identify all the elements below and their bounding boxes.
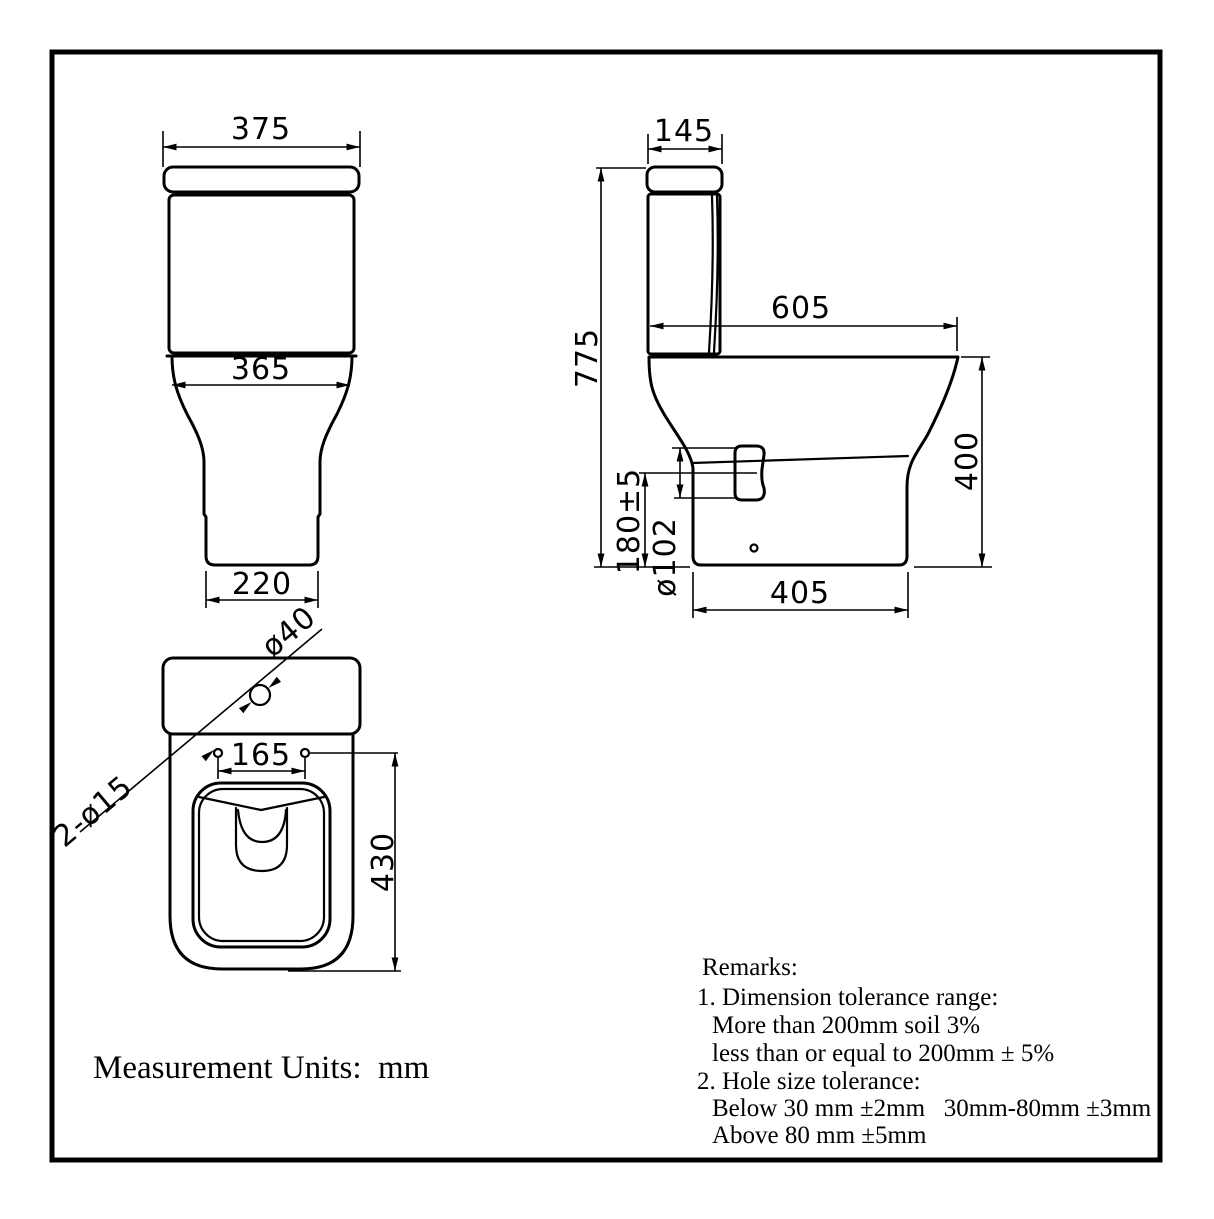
side-dim-405: 405 bbox=[692, 572, 909, 618]
side-dim-400: 400 bbox=[914, 356, 992, 568]
side-interior-line bbox=[690, 454, 910, 465]
dim-side-bowl-height-label: 400 bbox=[950, 431, 985, 491]
side-cistern-lid bbox=[645, 165, 724, 194]
front-view: 375 365 220 bbox=[162, 112, 361, 608]
side-dim-outlet-height: 180±5 bbox=[612, 468, 649, 574]
plan-seat-hole-right bbox=[299, 747, 311, 759]
dim-front-bowl-width-label: 365 bbox=[231, 352, 291, 387]
dim-plan-hole-spacing-label: 165 bbox=[231, 738, 291, 773]
front-bowl-outline bbox=[170, 354, 354, 567]
side-dim-145: 145 bbox=[647, 114, 723, 164]
front-dim-365: 365 bbox=[172, 352, 350, 389]
plan-seat-inner bbox=[197, 787, 326, 943]
side-cistern-inner-line-1 bbox=[707, 194, 714, 354]
dim-side-outlet-height-label: 180±5 bbox=[612, 468, 647, 574]
side-outlet-extension-lines bbox=[672, 447, 738, 499]
units-note: Measurement Units: mm bbox=[93, 1050, 430, 1086]
side-dim-775: 775 bbox=[570, 167, 690, 568]
dim-front-width-label: 375 bbox=[231, 112, 291, 147]
front-cistern-lid bbox=[162, 165, 361, 194]
dim-side-outlet-dia-label: ø102 bbox=[648, 517, 683, 597]
remarks-line-3: less than or equal to 200mm ± 5% bbox=[712, 1040, 1054, 1067]
plan-body-outline bbox=[168, 732, 355, 971]
side-cistern-inner-line-2 bbox=[712, 194, 719, 354]
front-cistern-body bbox=[167, 193, 356, 355]
dim-side-tank-depth-label: 145 bbox=[654, 114, 714, 149]
front-dim-220: 220 bbox=[205, 567, 319, 608]
units-value: mm bbox=[378, 1050, 430, 1086]
front-dim-375: 375 bbox=[162, 112, 361, 167]
dim-side-height-label: 775 bbox=[570, 328, 605, 388]
remarks-title: Remarks: bbox=[702, 954, 798, 981]
plan-waterline-arc bbox=[236, 808, 288, 844]
plan-lid-hole bbox=[248, 683, 272, 707]
side-fixing-hole bbox=[749, 543, 759, 553]
remarks-line-2: More than 200mm soil 3% bbox=[712, 1012, 980, 1039]
plan-seat-hole-left bbox=[212, 747, 224, 759]
dim-side-base-depth-label: 405 bbox=[770, 576, 830, 611]
dim-plan-depth-label: 430 bbox=[366, 832, 401, 892]
side-dim-outlet-dia: ø102 bbox=[648, 448, 684, 597]
remarks-line-4: 2. Hole size tolerance: bbox=[697, 1068, 921, 1095]
side-dim-605: 605 bbox=[650, 291, 958, 351]
dim-side-depth-label: 605 bbox=[771, 291, 831, 326]
side-outlet-spigot bbox=[733, 444, 766, 502]
remarks-line-6: Above 80 mm ±5mm bbox=[712, 1122, 927, 1149]
plan-bowl-crease bbox=[197, 795, 326, 812]
plan-seat-outer bbox=[191, 781, 332, 949]
plan-cistern-top bbox=[161, 656, 362, 736]
side-bowl-outline bbox=[647, 355, 960, 567]
remarks-block: Remarks: 1. Dimension tolerance range: M… bbox=[697, 954, 1152, 1149]
side-view: 145 775 605 180±5 ø102 bbox=[570, 114, 992, 618]
plan-dim-165: 165 bbox=[217, 738, 306, 779]
side-cistern-body bbox=[646, 192, 722, 356]
plan-sump-outer bbox=[234, 806, 289, 873]
units-label: Measurement Units: bbox=[93, 1050, 362, 1086]
drawing-border bbox=[49, 49, 1163, 1163]
dim-front-base-width-label: 220 bbox=[232, 567, 292, 602]
remarks-line-1: 1. Dimension tolerance range: bbox=[697, 984, 998, 1011]
plan-dim-430: 430 bbox=[288, 752, 401, 972]
remarks-line-5: Below 30 mm ±2mm 30mm-80mm ±3mm bbox=[712, 1095, 1152, 1122]
